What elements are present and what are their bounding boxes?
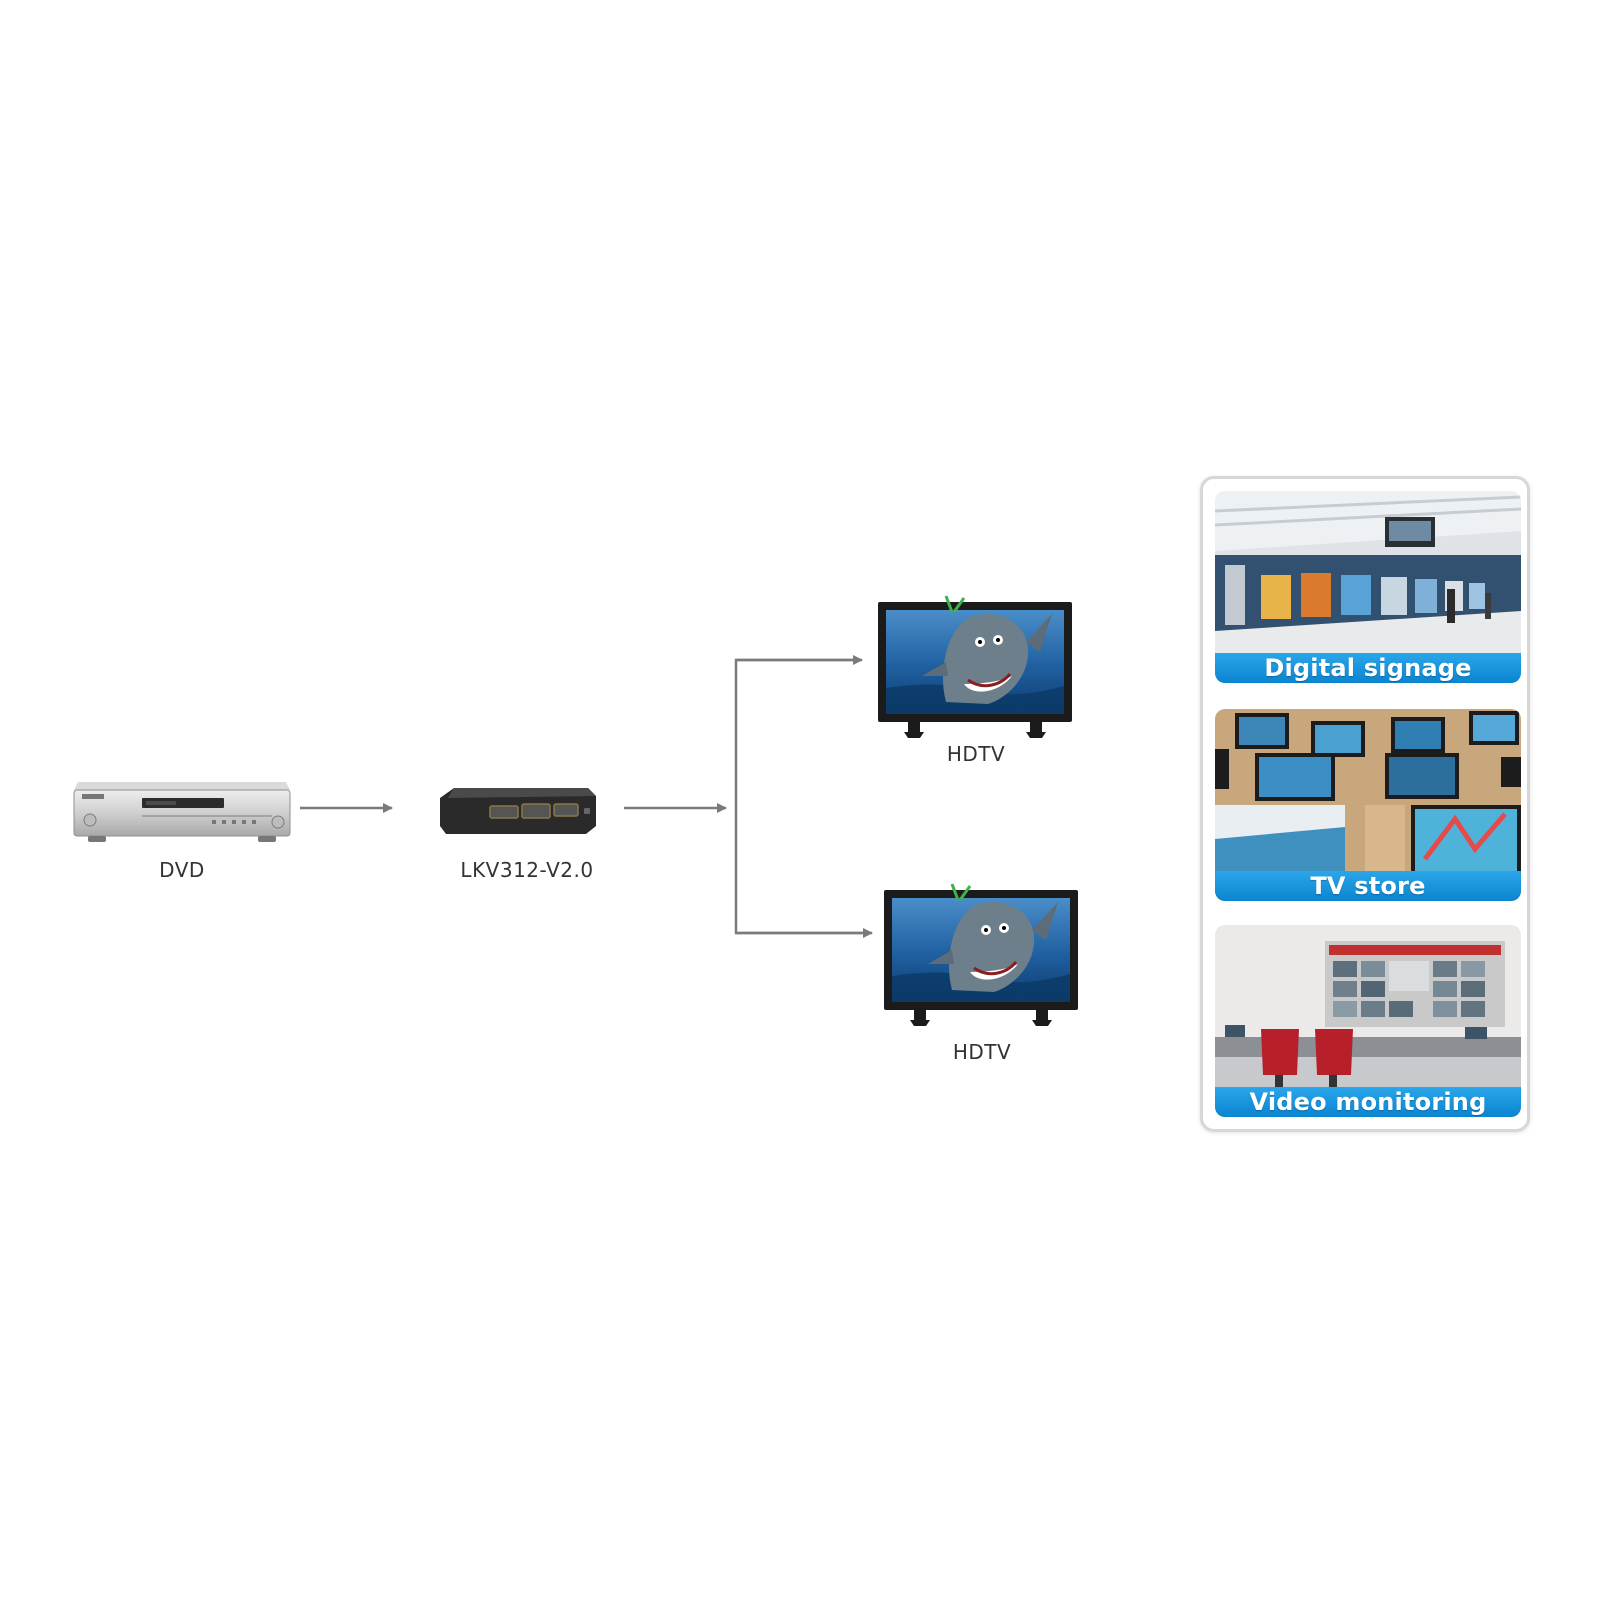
app-caption: Digital signage [1215,653,1521,683]
application-card-digital-signage: Digital signage [1215,491,1521,683]
app-caption: TV store [1215,871,1521,901]
hdtv-icon [876,592,1074,740]
hdmi-splitter-icon [438,786,598,838]
splitter-label: LKV312-V2.0 [442,858,612,882]
branch-line [736,660,870,933]
application-card-video-monitoring: Video monitoring [1215,925,1521,1117]
app-caption: Video monitoring [1215,1087,1521,1117]
application-card-tv-store: TV store [1215,709,1521,901]
hdtv-top-label: HDTV [926,742,1026,766]
hdtv-icon [882,880,1080,1028]
dvd-player-icon [72,778,292,848]
applications-panel: Digital signage TV store [1200,476,1530,1132]
hdtv-bottom-label: HDTV [932,1040,1032,1064]
dvd-label: DVD [132,858,232,882]
